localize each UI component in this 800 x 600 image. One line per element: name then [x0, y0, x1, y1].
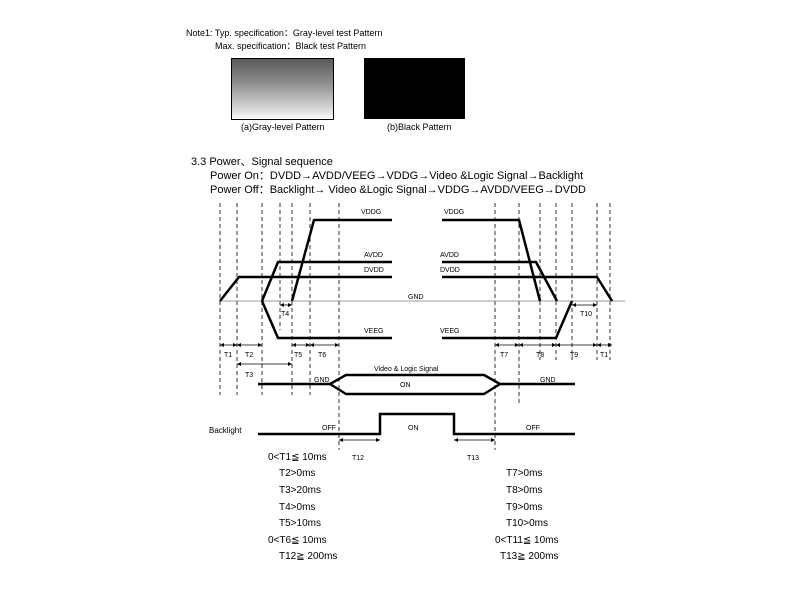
t4-label: T4	[281, 311, 289, 318]
backlight-labels: OFF ON OFF	[322, 425, 540, 432]
t6-label: T6	[318, 352, 326, 359]
veeg-label-right: VEEG	[440, 328, 459, 335]
section-title: 3.3 Power、Signal sequence	[191, 156, 333, 168]
condition-t10: T10>0ms	[506, 518, 548, 529]
backlight-waveform	[258, 412, 575, 436]
condition-t3: T3>20ms	[279, 485, 321, 496]
condition-t12: T12≧ 200ms	[279, 551, 338, 562]
supply-waveforms	[219, 218, 614, 340]
t2-label: T2	[245, 352, 253, 359]
condition-t13: T13≧ 200ms	[500, 551, 559, 562]
gnd-label: GND	[408, 294, 424, 301]
condition-t4: T4>0ms	[279, 502, 316, 513]
condition-t9: T9>0ms	[506, 502, 543, 513]
dvdd-label-left: DVDD	[364, 267, 384, 274]
video-logic-labels: Video & Logic Signal ON GND GND	[314, 366, 556, 389]
video-gnd-left-label: GND	[314, 377, 330, 384]
t5-label: T5	[294, 352, 302, 359]
video-logic-waveform	[258, 373, 575, 396]
t3-label: T3	[245, 372, 253, 379]
note-line-1: Note1: Typ. specification：Gray-level tes…	[186, 28, 383, 38]
power-off-sequence: Power Off：Backlight→ Video &Logic Signal…	[210, 184, 586, 196]
condition-t6: 0<T6≦ 10ms	[268, 535, 327, 546]
supply-labels: VDDG VDDG AVDD AVDD DVDD DVDD GND VEEG V…	[361, 209, 464, 335]
black-pattern-caption: (b)Black Pattern	[387, 122, 452, 132]
t8-label: T8	[536, 352, 544, 359]
vddg-label-right: VDDG	[444, 209, 464, 216]
backlight-title: Backlight	[209, 426, 242, 435]
video-logic-title: Video & Logic Signal	[374, 366, 439, 373]
t10-label: T10	[580, 311, 592, 318]
condition-t2: T2>0ms	[279, 468, 316, 479]
timing-arrows	[220, 303, 612, 442]
t12-label: T12	[352, 455, 364, 462]
backlight-off-right: OFF	[526, 425, 540, 432]
vddg-label-left: VDDG	[361, 209, 381, 216]
black-pattern-image	[364, 58, 465, 119]
power-on-sequence: Power On：DVDD→AVDD/VEEG→VDDG→Video &Logi…	[210, 170, 584, 182]
t11-label: T1	[600, 352, 608, 359]
veeg-label-left: VEEG	[364, 328, 383, 335]
t1-label: T1	[224, 352, 232, 359]
dvdd-label-right: DVDD	[440, 267, 460, 274]
video-on-label: ON	[400, 382, 411, 389]
gray-level-pattern-image	[231, 58, 334, 120]
avdd-label-right: AVDD	[440, 252, 459, 259]
t9-label: T9	[570, 352, 578, 359]
t7-label: T7	[500, 352, 508, 359]
note-line-2: Max. specification：Black test Pattern	[215, 41, 367, 51]
condition-t5: T5>10ms	[279, 518, 321, 529]
gray-pattern-caption: (a)Gray-level Pattern	[241, 122, 325, 132]
t13-label: T13	[467, 455, 479, 462]
backlight-on: ON	[408, 425, 419, 432]
condition-t11: 0<T11≦ 10ms	[495, 535, 559, 546]
backlight-off-left: OFF	[322, 425, 336, 432]
condition-t8: T8>0ms	[506, 485, 543, 496]
avdd-label-left: AVDD	[364, 252, 383, 259]
condition-t7: T7>0ms	[506, 468, 543, 479]
video-gnd-right-label: GND	[540, 377, 556, 384]
condition-t1: 0<T1≦ 10ms	[268, 452, 327, 463]
timing-labels: T4 T1 T2 T5 T6 T3 T7 T8 T9 T1 T10 T12 T1…	[224, 311, 608, 462]
